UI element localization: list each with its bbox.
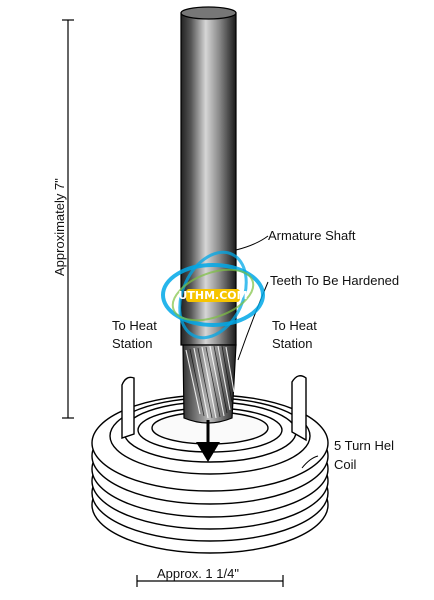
width-label: Approx. 1 1/4" — [157, 566, 239, 581]
motion-arrow — [196, 420, 220, 462]
coil-stack — [91, 394, 329, 554]
armature-shaft-label: Armature Shaft — [268, 228, 356, 243]
height-dimension — [62, 19, 74, 419]
logo-text: UTHM.COM — [178, 289, 247, 302]
uthm-logo: UTHM.COM — [161, 250, 265, 340]
coil-label-line2: Coil — [334, 457, 357, 472]
width-dimension — [136, 575, 284, 587]
coil-leads — [121, 375, 307, 442]
gear-teeth — [182, 344, 237, 424]
height-label: Approximately 7" — [52, 178, 67, 276]
leader-lines — [235, 235, 319, 469]
heat-station-left-line2: Station — [112, 336, 153, 351]
heat-station-right-line1: To Heat — [272, 318, 317, 333]
heat-station-left-line1: To Heat — [112, 318, 157, 333]
coil-label-line1: 5 Turn Hel — [334, 438, 394, 453]
heat-station-right-line2: Station — [272, 336, 313, 351]
teeth-label: Teeth To Be Hardened — [270, 273, 400, 288]
